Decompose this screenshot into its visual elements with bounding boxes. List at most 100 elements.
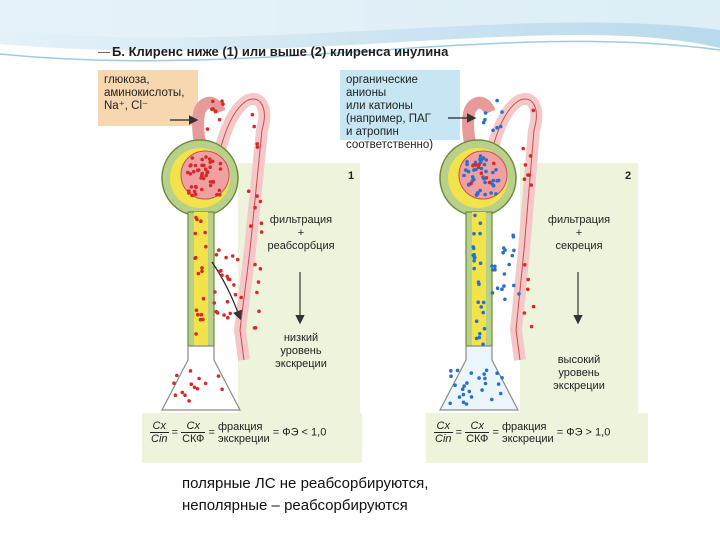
- particle-dot: [193, 231, 198, 236]
- particle-dot: [483, 118, 487, 122]
- particle-dot: [218, 161, 223, 166]
- particle-dot: [461, 392, 466, 397]
- particle-dot: [213, 290, 217, 294]
- particle-dot: [488, 180, 492, 185]
- particle-dot: [211, 179, 215, 184]
- particle-dot: [201, 317, 205, 322]
- particle-dot: [462, 384, 467, 388]
- particle-dot: [220, 99, 224, 103]
- particle-dot: [495, 98, 499, 103]
- particle-dot: [474, 167, 478, 172]
- particle-dot: [221, 102, 225, 106]
- particle-dot: [526, 173, 530, 177]
- particle-dot: [256, 280, 261, 284]
- panel-2-process: фильтрация + секреция: [524, 214, 634, 253]
- particle-dot: [218, 193, 222, 197]
- particle-dot: [189, 185, 194, 189]
- particle-dot: [205, 170, 210, 174]
- particle-dot: [228, 311, 232, 316]
- particle-dot: [203, 230, 207, 235]
- particle-dot: [235, 257, 240, 262]
- formula-2-band: [426, 413, 648, 463]
- panel-1-result: низкий уровень экскреции: [246, 332, 356, 371]
- particle-dot: [193, 192, 198, 197]
- particle-dot: [213, 109, 218, 113]
- red-particles: [172, 99, 264, 403]
- panel-2-result-line-1: высокий: [557, 354, 601, 366]
- particle-dot: [216, 374, 221, 378]
- particle-dot: [460, 387, 465, 392]
- particle-dot: [471, 163, 476, 167]
- particle-dot: [477, 162, 481, 167]
- particle-dot: [465, 162, 469, 167]
- particle-dot: [252, 326, 257, 330]
- right-box-line-2: или катионы: [346, 100, 413, 112]
- particle-dot: [204, 173, 208, 178]
- particle-dot: [500, 287, 504, 292]
- particle-dot: [483, 376, 487, 381]
- title-rule: [98, 52, 110, 53]
- particle-dot: [521, 146, 525, 151]
- right-box-line-5: соответственно): [346, 139, 434, 151]
- particle-dot: [495, 286, 500, 291]
- panel-1-process: фильтрация + реабсорбция: [246, 214, 356, 253]
- particle-dot: [246, 189, 251, 193]
- right-box-line-1: органические анионы: [346, 74, 418, 99]
- particle-dot: [484, 158, 489, 162]
- particle-dot: [217, 188, 222, 193]
- particle-dot: [502, 272, 507, 276]
- particle-dot: [517, 292, 521, 296]
- particle-dot: [477, 376, 481, 380]
- particle-dot: [491, 128, 495, 133]
- particle-dot: [476, 300, 481, 305]
- particle-dot: [481, 300, 486, 305]
- particle-dot: [470, 175, 475, 179]
- panel-2-process-line-3: секреция: [555, 240, 603, 252]
- panel-2-process-line-1: фильтрация: [547, 214, 611, 226]
- particle-dot: [472, 231, 476, 236]
- particle-dot: [196, 271, 201, 276]
- particle-dot: [214, 253, 219, 257]
- particle-dot: [528, 154, 533, 158]
- particle-dot: [187, 399, 191, 403]
- particle-dot: [196, 312, 200, 317]
- particle-dot: [200, 266, 204, 270]
- panel-1-result-line-2: уровень: [280, 345, 322, 357]
- particle-dot: [491, 170, 495, 175]
- particle-dot: [230, 254, 235, 258]
- left-box-line-3: Na⁺, Cl⁻: [104, 100, 149, 112]
- particle-dot: [478, 154, 483, 158]
- particle-dot: [476, 280, 481, 285]
- particle-dot: [194, 308, 199, 313]
- particle-dot: [220, 273, 224, 278]
- particle-dot: [215, 311, 220, 315]
- particle-dot: [224, 255, 228, 260]
- particle-dot: [492, 161, 496, 166]
- particle-dot: [222, 313, 226, 317]
- particle-dot: [495, 125, 499, 130]
- particle-dot: [200, 187, 204, 192]
- particle-dot: [523, 263, 527, 267]
- particle-dot: [185, 170, 190, 175]
- particle-dot: [259, 230, 264, 234]
- panel-1-result-line-3: экскреции: [275, 358, 327, 370]
- particle-dot: [203, 167, 208, 171]
- particle-dot: [491, 268, 495, 272]
- particle-dot: [511, 234, 516, 239]
- panel-2-background: [520, 163, 638, 413]
- particle-dot: [448, 401, 453, 406]
- particle-dot: [233, 292, 238, 297]
- particle-dot: [217, 269, 222, 274]
- panel-1-result-line-1: низкий: [283, 332, 319, 344]
- particle-dot: [512, 248, 516, 253]
- particle-dot: [253, 262, 257, 267]
- particle-dot: [449, 369, 453, 373]
- particle-dot: [188, 369, 193, 373]
- particle-dot: [501, 246, 506, 250]
- particle-dot: [529, 324, 534, 329]
- particle-dot: [210, 107, 214, 112]
